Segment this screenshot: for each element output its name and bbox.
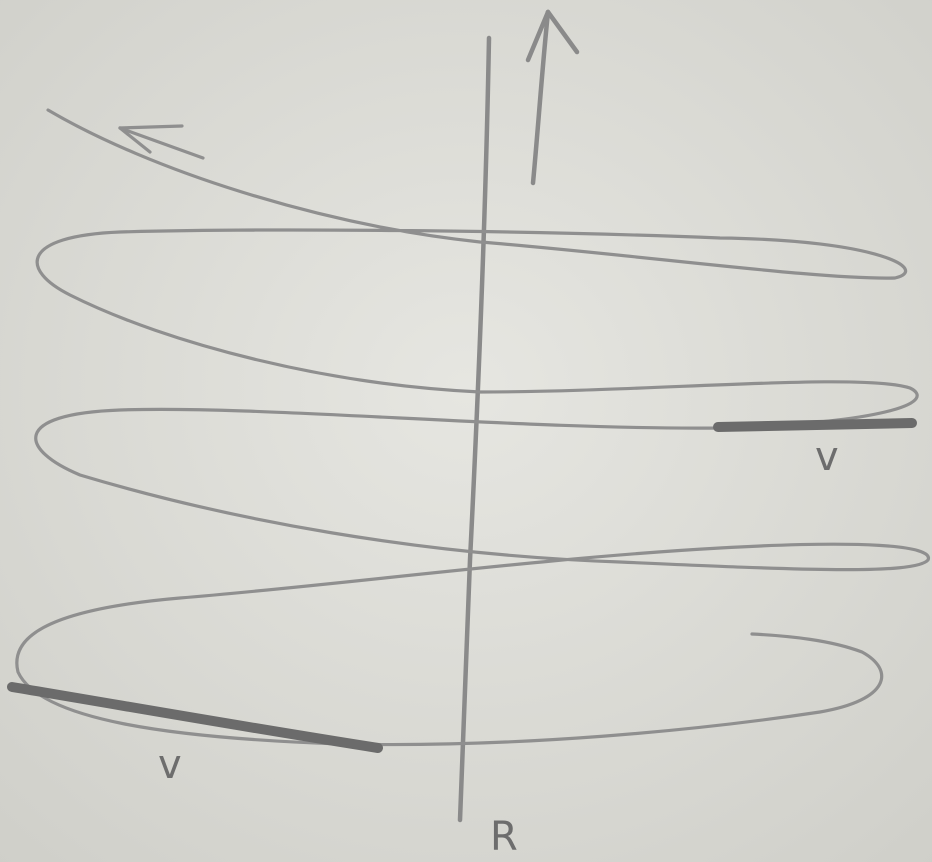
up-arrow-icon: [525, 9, 580, 186]
highlight-segment-lower: [7, 682, 383, 753]
label-axis-r: R: [490, 814, 518, 860]
helix-arrow-icon: [118, 124, 205, 160]
label-v-lower: v: [158, 742, 182, 788]
highlight-segment-upper: [713, 418, 917, 432]
helix-curve: [15, 108, 930, 747]
label-v-upper: v: [815, 434, 839, 480]
